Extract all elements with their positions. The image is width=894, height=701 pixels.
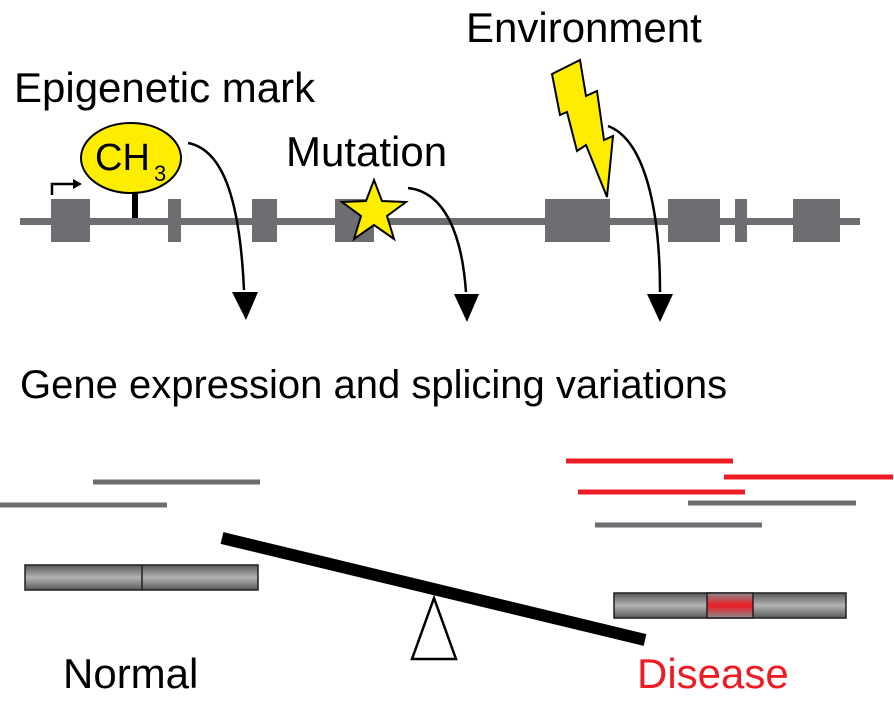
exon-6 xyxy=(668,199,720,242)
normal-label: Normal xyxy=(63,650,198,697)
environment-label: Environment xyxy=(466,4,702,51)
epigenetic-mark-label: Epigenetic mark xyxy=(14,64,316,111)
mutation-label: Mutation xyxy=(286,128,447,175)
star-icon xyxy=(339,177,409,242)
ch3-text: CH xyxy=(95,137,150,179)
exon-5 xyxy=(545,199,610,242)
exon-8 xyxy=(793,199,840,242)
methyl-stalk xyxy=(132,188,138,218)
exon-7 xyxy=(735,199,747,242)
seesaw-beam xyxy=(220,532,647,646)
normal-transcript xyxy=(24,564,259,591)
chromosome-line xyxy=(20,218,860,225)
epigenetic-arrow xyxy=(187,141,258,320)
exon-1 xyxy=(51,199,90,242)
disease-reads xyxy=(566,458,893,528)
seesaw-icon xyxy=(220,532,647,661)
red-exon xyxy=(706,592,754,619)
disease-label: Disease xyxy=(637,650,789,697)
exon-3 xyxy=(252,199,277,242)
mutation-arrow xyxy=(407,186,479,322)
exon-2 xyxy=(168,199,181,242)
environment-arrow xyxy=(607,124,673,322)
bent-arrow-icon xyxy=(50,179,82,195)
normal-reads xyxy=(0,479,260,508)
ch3-subscript: 3 xyxy=(154,161,166,186)
ch3-circle-icon: CH 3 xyxy=(80,122,182,218)
disease-transcript xyxy=(613,592,847,619)
expression-variations-label: Gene expression and splicing variations xyxy=(20,363,727,407)
lightning-bolt-icon xyxy=(550,58,615,198)
seesaw-fulcrum xyxy=(410,594,458,661)
